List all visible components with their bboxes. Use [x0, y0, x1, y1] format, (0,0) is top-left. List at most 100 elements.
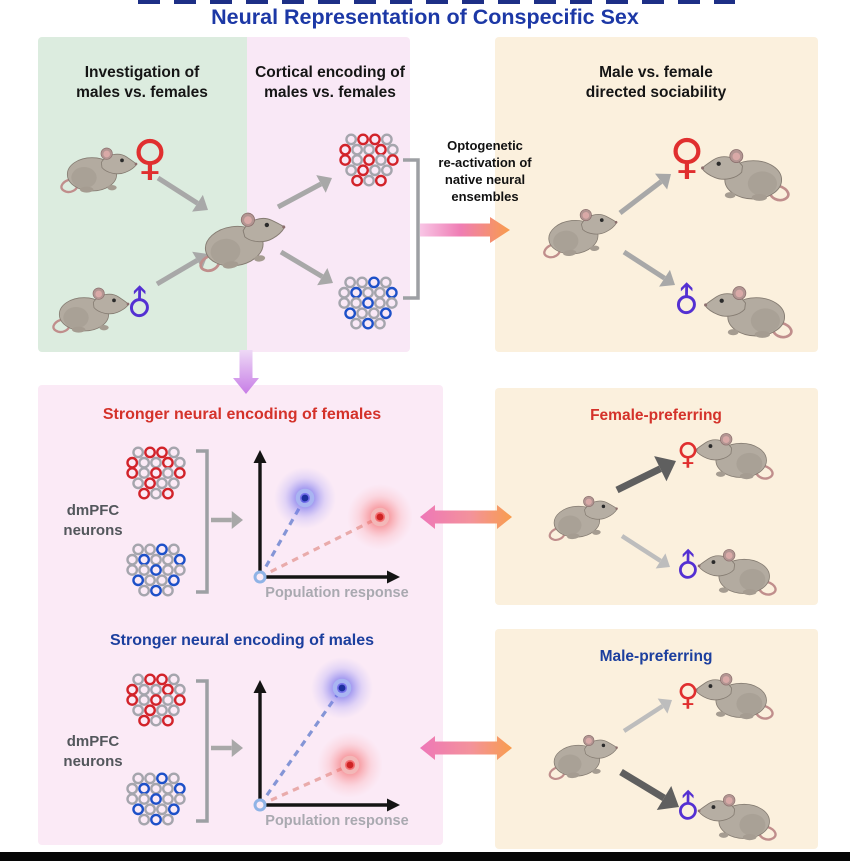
neuron-ring: [144, 704, 156, 717]
neuron-ring: [385, 286, 398, 299]
male-response-dot: [338, 684, 346, 692]
origin-marker: [253, 570, 267, 584]
arrow-to-male-mouse: [622, 249, 675, 287]
neuron-ring: [144, 673, 156, 686]
neuron-ring: [144, 543, 156, 556]
label-dmpfc-neurons: dmPFC neurons: [63, 733, 123, 770]
arrow-male-to-subject: [155, 251, 208, 287]
plot-x-arrowhead: [387, 570, 400, 584]
neuron-ring: [144, 477, 156, 490]
neuron-ring: [338, 297, 351, 309]
neuron-ring: [363, 174, 375, 187]
female-response-dot: [346, 761, 354, 769]
female-symbol: ♀: [669, 129, 705, 185]
neuron-ring: [344, 276, 357, 289]
optogenetic-arrow: [420, 217, 510, 243]
heading-stronger-male-encoding: Stronger neural encoding of males: [109, 632, 375, 649]
neuron-ring: [138, 694, 151, 706]
neuron-ring: [150, 683, 162, 696]
neuron-ring: [362, 297, 374, 309]
neuron-ring: [386, 154, 399, 166]
neuron-ring: [373, 317, 386, 330]
neuron-ring: [356, 276, 368, 289]
heading-female-preferring: Female-preferring: [590, 407, 722, 424]
male-response-ring: [332, 678, 352, 698]
neuron-ring: [173, 467, 186, 479]
neuron-ring: [132, 673, 145, 686]
neuron-ring: [156, 704, 168, 717]
plot-y-arrowhead: [253, 450, 267, 463]
neuron-ring: [161, 683, 174, 696]
neuron-ring: [379, 276, 392, 289]
neuron-ring: [374, 154, 387, 166]
neuron-ring: [132, 803, 145, 816]
neuron-ring: [374, 143, 387, 156]
neuron-ring: [339, 143, 352, 156]
neuron-ring: [161, 793, 174, 805]
neuron-ring: [156, 477, 168, 490]
neuron-ring: [150, 813, 162, 826]
female-response-ring: [340, 755, 360, 775]
neuron-ring: [126, 564, 139, 576]
neuron-ring: [126, 782, 139, 795]
neuron-ring: [150, 467, 162, 479]
neuron-ring: [386, 143, 399, 156]
neuron-ring: [150, 487, 162, 500]
female-symbol: ♀: [677, 437, 699, 472]
neuron-ring: [138, 782, 151, 795]
male-target-mouse: [696, 793, 777, 842]
neuron-ring: [161, 564, 174, 576]
neuron-ring: [351, 174, 363, 187]
neuron-ring: [161, 467, 174, 479]
neuron-ring: [167, 543, 180, 556]
neuron-ring: [161, 553, 174, 566]
neuron-ring: [132, 772, 145, 785]
neuron-ring: [167, 673, 180, 686]
arrow-subject-to-female-ensemble: [276, 175, 332, 210]
neuron-ring: [356, 307, 368, 320]
down-gradient-arrow: [233, 350, 259, 394]
neuron-ring: [379, 307, 392, 320]
female-stimulus-mouse: [60, 146, 139, 194]
neuron-ring: [138, 487, 151, 500]
population-plot-female-encoding: [253, 450, 413, 584]
neuron-ring: [138, 456, 151, 469]
neuron-ring: [161, 813, 174, 826]
neuron-ring: [150, 553, 162, 566]
arrow-female-to-subject: [156, 175, 208, 212]
neuron-ring: [173, 553, 186, 566]
label-population-response: Population response: [265, 813, 409, 829]
male-response-ring: [295, 488, 315, 508]
label-optogenetic-reactivation: Optogenetic re-activation of native neur…: [438, 138, 532, 204]
neuron-ring: [173, 683, 186, 696]
heading-male-preferring: Male-preferring: [599, 648, 713, 665]
neuron-ring: [173, 564, 186, 576]
male-neural-ensemble: [126, 772, 186, 826]
arrow-ensembles-to-plot: [211, 511, 243, 529]
neuron-ring: [380, 133, 393, 146]
neuron-ring: [161, 456, 174, 469]
neuron-ring: [338, 286, 351, 299]
female-target-mouse: [699, 148, 790, 203]
heading-stronger-female-encoding: Stronger neural encoding of females: [102, 406, 382, 423]
neuron-ring: [132, 543, 145, 556]
neuron-ring: [167, 772, 180, 785]
heading-directed-sociability: Male vs. female directed sociability: [585, 64, 727, 102]
neuron-ring: [368, 307, 380, 320]
neuron-ring: [126, 467, 139, 479]
bracket: [196, 449, 209, 594]
bracket: [196, 679, 209, 823]
neuron-ring: [126, 553, 139, 566]
cropped-text-remnant: [138, 0, 735, 4]
female-response-ring: [370, 507, 390, 527]
neuron-ring: [132, 477, 145, 490]
neuron-ring: [369, 133, 381, 146]
female-response-dot: [376, 513, 384, 521]
neuron-ring: [161, 487, 174, 500]
neuron-ring: [138, 564, 151, 576]
male-target-mouse: [696, 548, 777, 597]
male-response-dot: [301, 494, 309, 502]
neuron-ring: [144, 446, 156, 459]
neuron-ring: [345, 164, 358, 177]
